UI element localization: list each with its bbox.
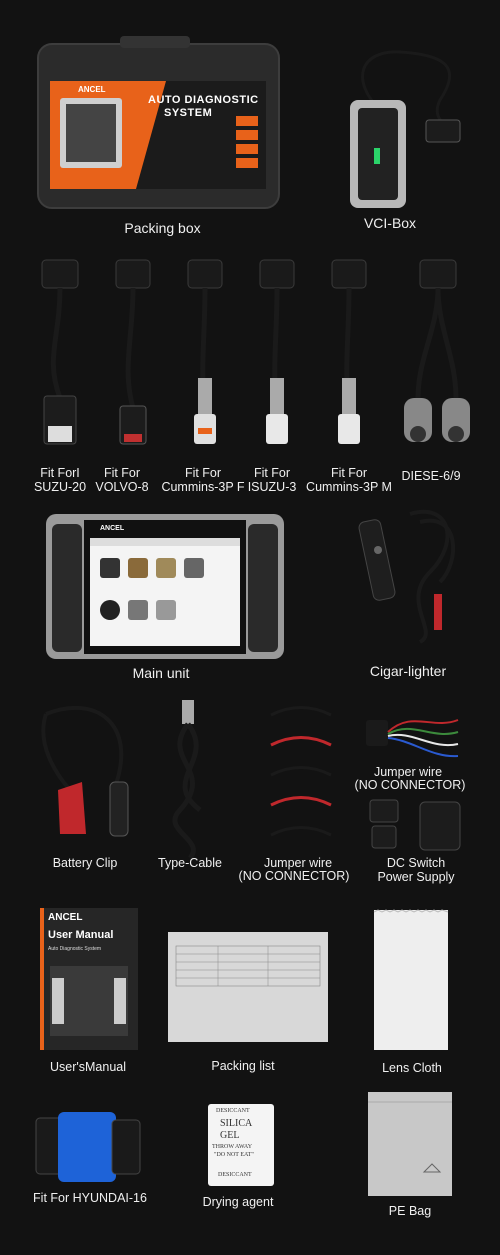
hyundai-label: Fit For HYUNDAI-16 (33, 1191, 147, 1205)
packing-list-label: Packing list (211, 1059, 275, 1073)
jumper-wire-b-line1: Jumper wire (373, 765, 443, 779)
dc-switch-line2: Power Supply (377, 870, 455, 884)
vci-box-image (340, 40, 480, 210)
jumper-wire-a-line2: (NO CONNECTOR) (238, 869, 350, 883)
cable-3-label-line2: Cummins-3P F (161, 480, 245, 494)
jumper-wire-b-image (366, 719, 459, 758)
drying-line2: SILICA (220, 1118, 253, 1129)
jumper-wire-a-image (270, 706, 332, 837)
cable-3-label-line1: Fit For (184, 466, 222, 480)
cable-2-image (115, 259, 151, 445)
pe-bag-label: PE Bag (388, 1204, 432, 1218)
main-unit-label: Main unit (132, 665, 190, 681)
cable-2-label-line2: VOLVO-8 (95, 480, 149, 494)
dc-switch-image (369, 799, 461, 851)
cable-1-label-line2: SUZU-20 (33, 480, 87, 494)
cable-3-image (187, 259, 223, 444)
cable-2-label-line1: Fit For (103, 466, 141, 480)
manual-subtitle: Auto Diagnostic System (48, 946, 102, 952)
packing-box-image: ANCEL AUTO DIAGNOSTIC SYSTEM (36, 36, 281, 211)
box-brand: ANCEL (78, 85, 106, 94)
type-cable-label: Type-Cable (158, 856, 222, 870)
cigar-lighter-image (358, 510, 455, 644)
cigar-lighter-label: Cigar-lighter (369, 663, 447, 679)
type-cable-image (172, 700, 202, 860)
cable-4-label-line1: Fit For (253, 466, 291, 480)
battery-clip-image (41, 705, 129, 837)
drying-agent-graphic (208, 1104, 274, 1186)
main-unit-image: ANCEL (46, 514, 284, 659)
drying-line6: DESICCANT (218, 1172, 252, 1178)
packing-box-label: Packing box (124, 220, 201, 236)
cable-6-image (404, 259, 470, 442)
drying-line3: GEL (220, 1130, 240, 1141)
vci-box-graphic (350, 50, 461, 208)
box-title-line2: SYSTEM (164, 107, 213, 119)
vci-box-label: VCI-Box (363, 215, 417, 231)
cable-1-label-line1: Fit ForI (40, 466, 80, 480)
drying-agent-label: Drying agent (202, 1195, 274, 1209)
cable-5-image (331, 259, 367, 444)
packing-box-graphic (37, 36, 280, 209)
user-manual-label: User'sManual (49, 1060, 127, 1074)
cable-6-label-line1: DIESE-6/9 (401, 469, 461, 483)
packing-list-image (168, 932, 328, 1042)
manual-title: User Manual (48, 929, 114, 941)
cable-1-image (41, 259, 79, 445)
hyundai-adapter-image (35, 1112, 141, 1182)
main-unit-brand: ANCEL (100, 525, 125, 532)
lens-cloth-label: Lens Cloth (382, 1061, 442, 1075)
box-title-line1: AUTO DIAGNOSTIC (148, 94, 259, 106)
user-manual-image: ANCEL User Manual Auto Diagnostic System (40, 908, 138, 1050)
pe-bag-image (368, 1092, 452, 1196)
dc-switch-line1: DC Switch (386, 856, 446, 870)
cable-5-label-line1: Fit For (330, 466, 368, 480)
cable-4-image (259, 259, 295, 444)
battery-clip-label: Battery Clip (52, 856, 118, 870)
drying-line5: "DO NOT EAT" (214, 1152, 254, 1158)
drying-line1: DESICCANT (216, 1108, 250, 1114)
jumper-wire-a-line1: Jumper wire (263, 856, 333, 870)
jumper-wire-b-line2: (NO CONNECTOR) (354, 778, 466, 792)
main-unit-graphic (46, 514, 284, 659)
drying-line4: THROW AWAY (212, 1144, 253, 1150)
lens-cloth-image (373, 909, 449, 1050)
manual-brand: ANCEL (48, 912, 83, 923)
drying-agent-image: DESICCANT SILICA GEL THROW AWAY "DO NOT … (208, 1104, 274, 1186)
cable-4-label-line2: ISUZU-3 (247, 480, 297, 494)
cable-5-label-line2: Cummins-3P M (306, 480, 392, 494)
user-manual-graphic (40, 908, 138, 1050)
